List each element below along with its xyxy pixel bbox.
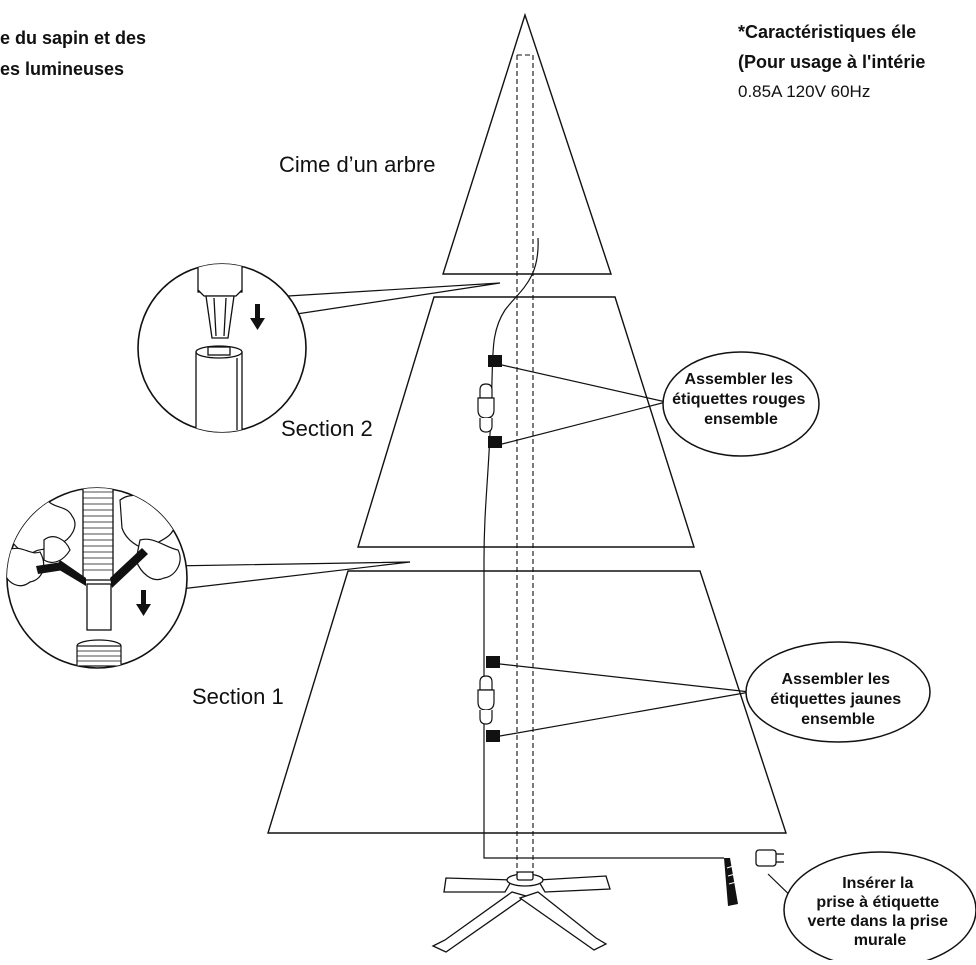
- section-1-label: Section 1: [192, 684, 284, 709]
- red-tags-callout: [662, 351, 820, 457]
- central-pole: [516, 54, 534, 878]
- section-2-label: Section 2: [281, 416, 373, 441]
- red-callout-pointers: [501, 364, 667, 445]
- plug-callout: [783, 851, 976, 965]
- yellow-connector: [477, 675, 495, 725]
- light-string-wire: [483, 237, 724, 859]
- tree-top-label: Cime d’un arbre: [279, 152, 436, 177]
- header-left: e du sapin et des es lumineuses: [0, 28, 146, 79]
- red-connector: [477, 383, 495, 433]
- arrow-down-icon: [136, 590, 151, 616]
- detail-top-illustration: [195, 264, 243, 432]
- detail-mid-pointer: [169, 561, 411, 591]
- yellow-tag-upper: [486, 656, 500, 668]
- yellow-callout-pointers: [499, 663, 751, 737]
- detail-top-pointer: [287, 282, 501, 316]
- header-right: *Caractéristiques éle (Pour usage à l'in…: [738, 22, 925, 101]
- plug-callout-text: Insérer la prise à étiquette verte dans …: [808, 875, 953, 949]
- tree-section-2: [357, 296, 695, 548]
- arrow-down-icon: [250, 304, 265, 330]
- tree-stand: [431, 871, 611, 953]
- red-tag-lower: [488, 436, 502, 448]
- tree-top-section: [442, 12, 612, 275]
- yellow-tags-callout-text: Assembler les étiquettes jaunes ensemble: [770, 671, 905, 728]
- tree-section-1: [267, 570, 787, 834]
- header-right-line2: (Pour usage à l'intérie: [738, 52, 925, 72]
- header-left-line2: es lumineuses: [0, 59, 124, 79]
- red-tags-callout-text: Assembler les étiquettes rouges ensemble: [672, 371, 810, 428]
- header-left-line1: e du sapin et des: [0, 28, 146, 48]
- header-right-line1: *Caractéristiques éle: [738, 22, 916, 42]
- red-tag-upper: [488, 355, 502, 367]
- plug-icon: [755, 849, 784, 867]
- yellow-tag-lower: [486, 730, 500, 742]
- green-tag-icon: [724, 858, 738, 906]
- yellow-tags-callout: [745, 641, 931, 743]
- header-right-line3: 0.85A 120V 60Hz: [738, 82, 870, 101]
